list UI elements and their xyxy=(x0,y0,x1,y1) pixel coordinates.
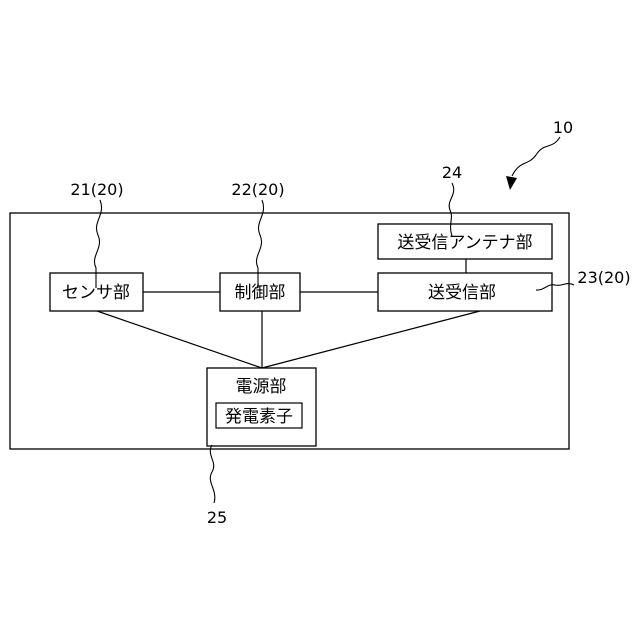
ref-control: 22(20) xyxy=(231,180,284,199)
antenna-label: 送受信アンテナ部 xyxy=(397,233,532,253)
transceiver-label: 送受信部 xyxy=(428,283,496,303)
transceiver-block: 送受信部 xyxy=(378,273,552,311)
ref-transceiver: 23(20) xyxy=(577,268,630,287)
ref-device: 10 xyxy=(553,118,573,137)
ref-power: 25 xyxy=(207,508,227,527)
leader-device xyxy=(512,137,560,176)
ref-sensor: 21(20) xyxy=(70,180,123,199)
line-sensor-power xyxy=(97,311,262,368)
leader-lines xyxy=(94,137,574,503)
line-transceiver-power xyxy=(262,311,480,368)
power-block: 電源部 発電素子 xyxy=(207,368,316,446)
control-block: 制御部 xyxy=(220,273,300,311)
control-label: 制御部 xyxy=(235,283,286,303)
generator-label: 発電素子 xyxy=(225,407,293,427)
leader-power xyxy=(210,445,215,503)
antenna-block: 送受信アンテナ部 xyxy=(378,224,552,259)
power-label: 電源部 xyxy=(236,377,287,397)
device-arrow-head xyxy=(506,176,517,190)
ref-antenna: 24 xyxy=(442,163,462,182)
